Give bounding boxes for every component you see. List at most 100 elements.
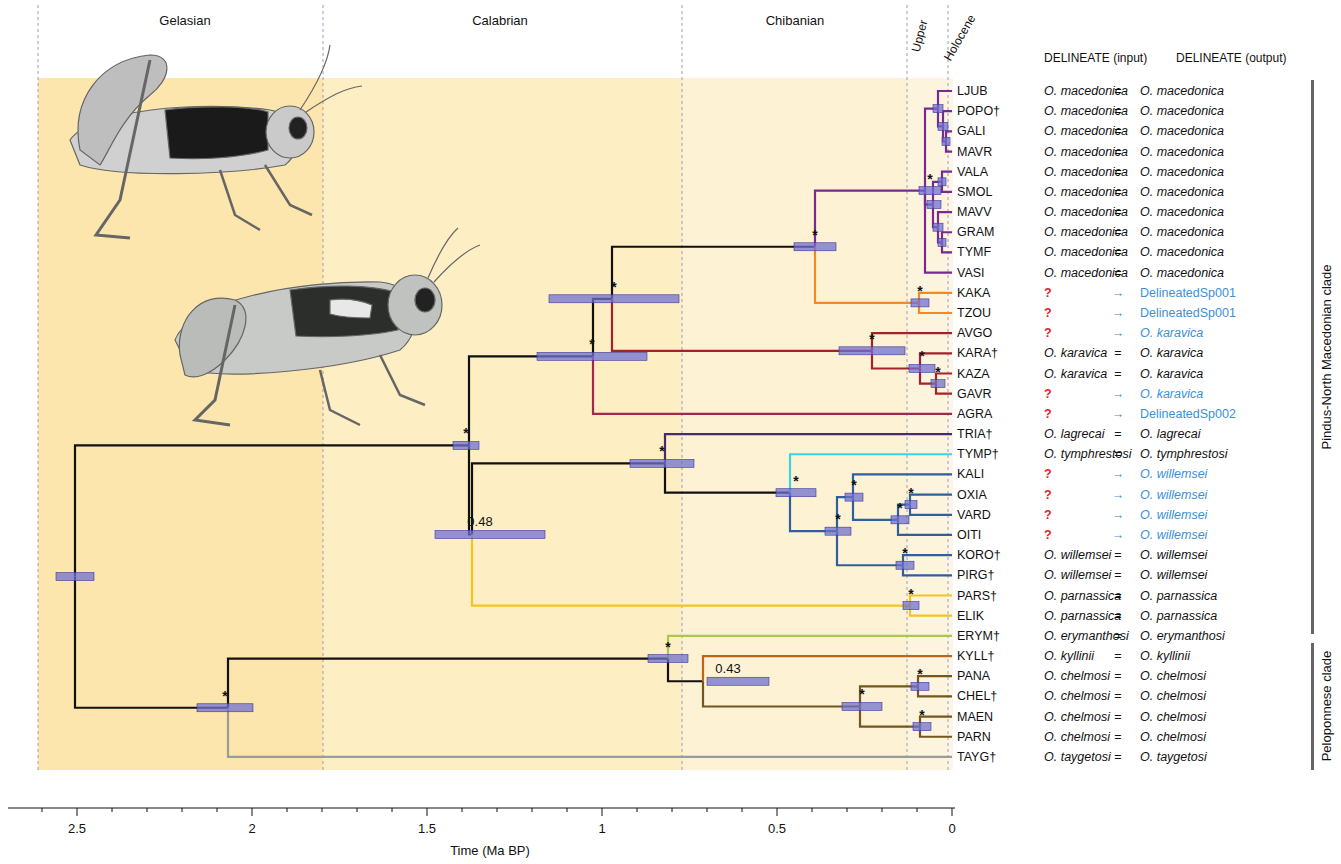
axis-tick	[777, 808, 778, 816]
tree-branch	[75, 445, 469, 576]
axis-tick	[742, 808, 743, 812]
tree-branch	[593, 299, 612, 357]
unknown-input: ?	[1044, 305, 1052, 320]
hpd-bar	[630, 459, 694, 467]
axis-tick	[182, 808, 183, 812]
species-input: O. kyllinii	[1044, 649, 1094, 664]
equals-sign: =	[1114, 709, 1121, 724]
tip-code: MAVV	[957, 205, 992, 220]
axis-tick	[567, 808, 568, 812]
species-input: O. taygetosi	[1044, 749, 1111, 764]
axis-tick	[252, 808, 253, 816]
equals-sign: =	[1114, 628, 1121, 643]
equals-sign: =	[1114, 729, 1121, 744]
axis-tick	[392, 808, 393, 812]
equals-sign: =	[1114, 124, 1121, 139]
hpd-bar	[453, 441, 479, 449]
tip-code: TRIA†	[957, 427, 992, 442]
equals-sign: =	[1114, 245, 1121, 260]
axis-tick	[217, 808, 218, 812]
unknown-input: ?	[1044, 527, 1052, 542]
hpd-bar	[896, 561, 914, 569]
species-output: DelineatedSp001	[1140, 285, 1236, 300]
support-star: *	[902, 546, 907, 561]
tip-code: VALA	[957, 164, 988, 179]
hpd-bar	[537, 352, 647, 360]
species-output: O. macedonica	[1140, 184, 1224, 199]
species-input: O. karavica	[1044, 366, 1107, 381]
tree-branch	[815, 247, 919, 303]
equals-sign: =	[1114, 447, 1121, 462]
period-label: Gelasian	[159, 13, 210, 28]
hpd-bar	[938, 178, 946, 186]
tip-code: TZOU	[957, 305, 991, 320]
species-output: O. willemsei	[1140, 548, 1207, 563]
grasshopper-top	[70, 45, 362, 238]
period-label: Calabrian	[472, 13, 528, 28]
species-output: DelineatedSp001	[1140, 305, 1236, 320]
hpd-bar	[839, 347, 905, 355]
axis-tick	[952, 808, 953, 816]
tree-branch	[790, 493, 837, 531]
support-star: *	[917, 667, 922, 682]
tip-code: KAKA	[957, 285, 990, 300]
hpd-bar	[931, 380, 945, 388]
support-star: *	[919, 349, 924, 364]
reassign-arrow: →	[1112, 527, 1125, 542]
unknown-input: ?	[1044, 326, 1052, 341]
tip-code: GRAM	[957, 225, 995, 240]
tip-code: KALI	[957, 467, 984, 482]
species-input: O. chelmosi	[1044, 689, 1110, 704]
tick-label: 2	[248, 821, 255, 836]
hpd-bar	[707, 677, 769, 685]
species-input: O. chelmosi	[1044, 729, 1110, 744]
reassign-arrow: →	[1112, 285, 1125, 300]
hpd-bar	[913, 723, 931, 731]
support-star: *	[851, 478, 856, 493]
tree-branch	[228, 659, 668, 708]
tip-code: ERYM†	[957, 628, 1000, 643]
species-input: O. chelmosi	[1044, 709, 1110, 724]
species-output: O. macedonica	[1140, 124, 1224, 139]
species-input: O. parnassica	[1044, 608, 1121, 623]
tree-branch	[612, 299, 872, 351]
tip-code: VARD	[957, 507, 991, 522]
equals-sign: =	[1114, 144, 1121, 159]
tip-code: OITI	[957, 527, 981, 542]
support-star: *	[908, 586, 913, 601]
hpd-bar	[197, 704, 253, 712]
hpd-bar	[909, 364, 935, 372]
axis-tick	[672, 808, 673, 812]
species-output: O. karavica	[1140, 366, 1203, 381]
equals-sign: =	[1114, 366, 1121, 381]
species-output: O. willemsei	[1140, 487, 1207, 502]
axis-tick	[427, 808, 428, 816]
column-header: DELINEATE (input)	[1044, 51, 1147, 66]
hpd-bar	[648, 655, 688, 663]
reassign-arrow: →	[1112, 406, 1125, 421]
axis-tick	[812, 808, 813, 812]
tick-label: 1.5	[418, 821, 436, 836]
hpd-bar	[905, 501, 917, 509]
support-star: *	[835, 512, 840, 527]
tree-branch	[228, 708, 952, 757]
axis-tick	[77, 808, 78, 816]
species-output: O. chelmosi	[1140, 709, 1206, 724]
tree-branch	[75, 577, 228, 708]
tree-branch	[472, 534, 910, 605]
tick-label: 2.5	[68, 821, 86, 836]
period-label: Upper	[909, 18, 932, 53]
tip-code: AVGO	[957, 326, 992, 341]
axis-tick	[42, 808, 43, 812]
species-output: O. chelmosi	[1140, 729, 1206, 744]
tick-label: 0	[948, 821, 955, 836]
support-star: *	[611, 279, 616, 294]
tree-branch	[469, 356, 593, 445]
reassign-arrow: →	[1112, 305, 1125, 320]
hpd-bar	[794, 243, 836, 251]
equals-sign: =	[1114, 164, 1121, 179]
hpd-bar	[825, 527, 851, 535]
axis-tick	[322, 808, 323, 812]
hpd-bar	[919, 187, 941, 195]
